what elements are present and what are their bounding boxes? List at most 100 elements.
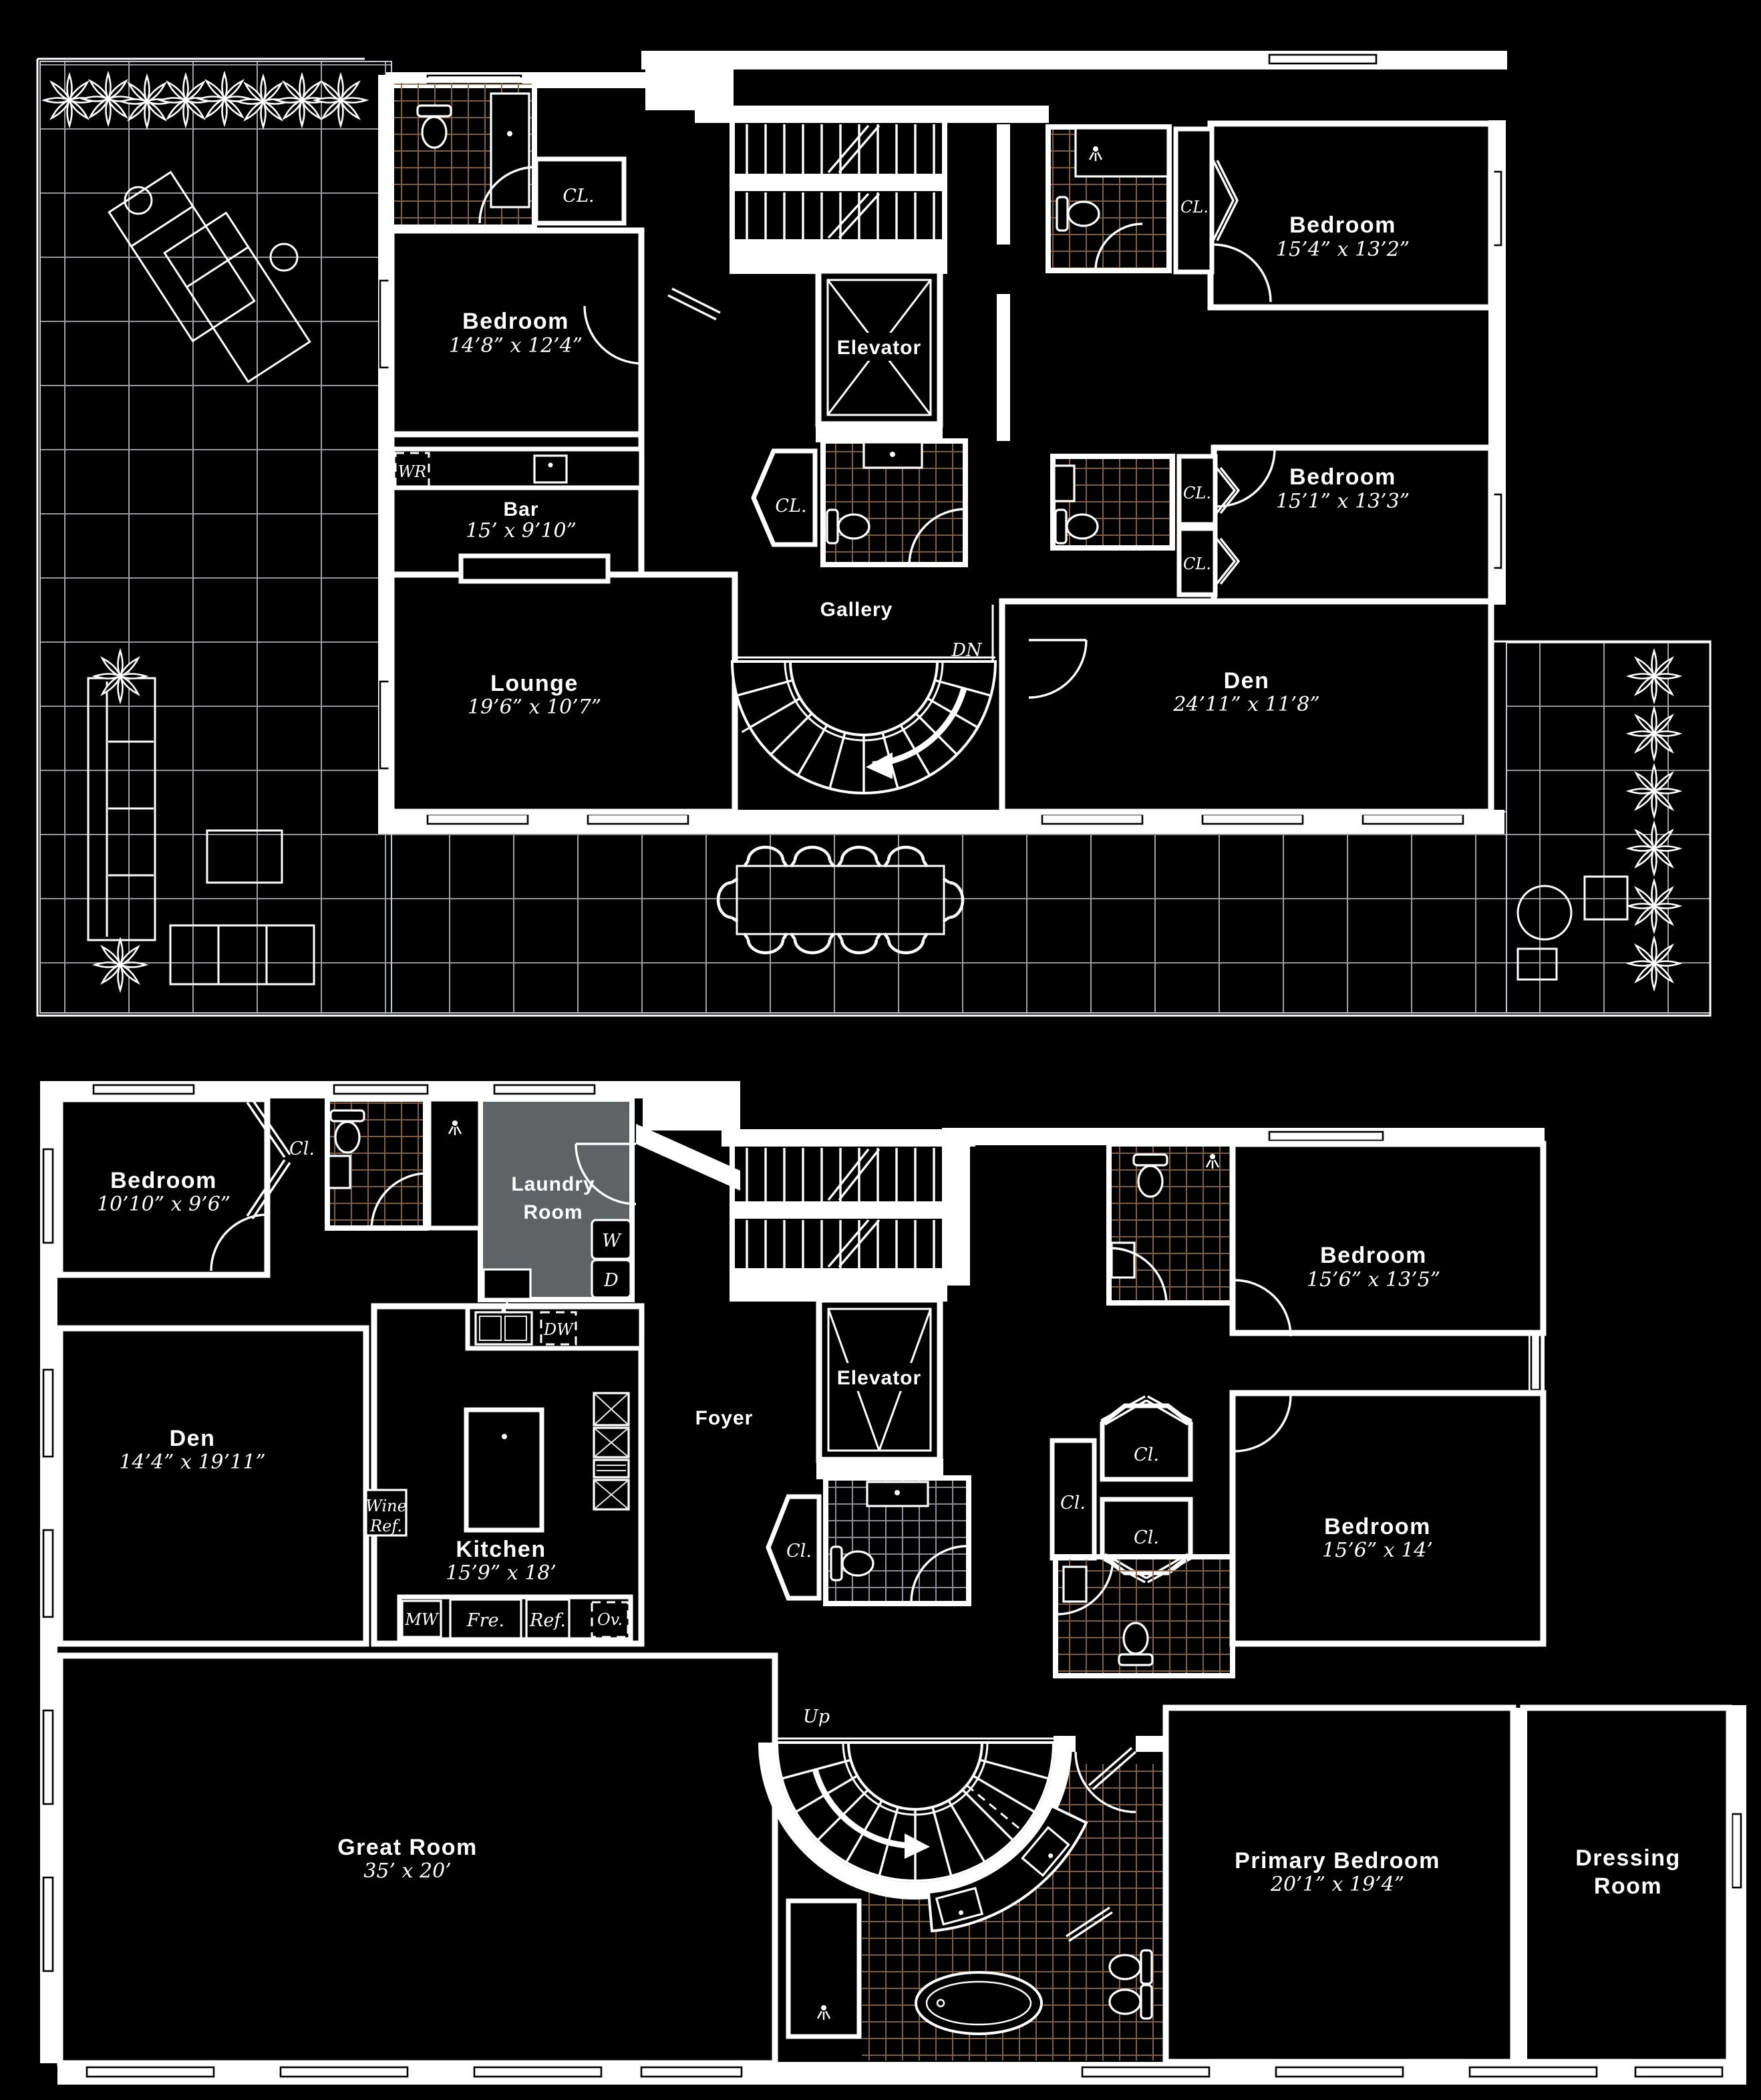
kitchen-island bbox=[464, 1407, 544, 1533]
room-lounge bbox=[388, 571, 738, 815]
primary-bathroom bbox=[758, 1736, 1168, 2061]
closet-label: CL. bbox=[1183, 484, 1211, 502]
window bbox=[42, 1148, 54, 1244]
room-dims-bedroom-nw-lower: 10’10” x 9’6” bbox=[97, 1193, 230, 1216]
closet-label: CL. bbox=[1180, 198, 1209, 216]
vanity bbox=[1053, 464, 1076, 502]
closet-e2-upper bbox=[1176, 526, 1218, 597]
closet-label: Cl. bbox=[1134, 1445, 1159, 1465]
window bbox=[1268, 1131, 1384, 1142]
room-label-bedroom-nw-upper: Bedroom bbox=[462, 309, 569, 334]
oven-label: Ov. bbox=[597, 1610, 623, 1629]
upper-floor-plan: Bedroom 14’8” x 12’4” Bar 15’ x 9’10” Lo… bbox=[36, 51, 1712, 1017]
window bbox=[92, 1084, 195, 1095]
closet-hall bbox=[1050, 1438, 1097, 1561]
terrace-outline bbox=[36, 57, 1712, 1017]
window bbox=[493, 1084, 596, 1095]
room-label-elevator-lower: Elevator bbox=[837, 1367, 921, 1389]
upper-elevator bbox=[815, 267, 943, 442]
vanity bbox=[1062, 1565, 1088, 1603]
lower-elevator bbox=[816, 1296, 943, 1479]
window bbox=[1468, 2066, 1598, 2078]
coffee-table bbox=[206, 829, 283, 884]
lower-labels: Bedroom 10’10” x 9’6” Laundry Room W D F… bbox=[97, 1139, 1681, 1899]
dishwasher-box bbox=[540, 1311, 577, 1346]
terrace-bench bbox=[1516, 947, 1558, 981]
microwave-box bbox=[401, 1600, 442, 1638]
room-dims-bedroom-e-lower: 15’6” x 14’ bbox=[1322, 1539, 1433, 1562]
room-dims-great-room: 35’ x 20’ bbox=[363, 1859, 451, 1883]
room-dims-bedroom-ne-lower: 15’6” x 13’5” bbox=[1307, 1268, 1440, 1292]
window bbox=[42, 1368, 54, 1458]
closet-ne-upper bbox=[1173, 126, 1215, 275]
room-label-primary-bedroom: Primary Bedroom bbox=[1235, 1848, 1440, 1873]
room-dims-primary-bedroom: 20’1” x 19’4” bbox=[1270, 1873, 1404, 1896]
upper-curved-stair bbox=[730, 605, 997, 794]
window bbox=[42, 1709, 54, 1805]
terrace-round-table bbox=[1516, 885, 1573, 941]
room-label-laundry-2: Room bbox=[524, 1201, 583, 1223]
terrace-tiles-east bbox=[1506, 642, 1711, 1014]
terrace-tiles-south bbox=[391, 811, 1507, 1014]
room-great-room bbox=[57, 1652, 778, 2067]
terrace-tiles-west bbox=[39, 61, 392, 1014]
room-label-kitchen: Kitchen bbox=[456, 1537, 546, 1562]
closet-label: Cl. bbox=[1134, 1527, 1159, 1548]
bathroom-ne-lower bbox=[1106, 1141, 1235, 1306]
room-label-lounge: Lounge bbox=[490, 671, 579, 696]
room-label-den-lower: Den bbox=[170, 1426, 216, 1451]
wine-refrigerator-box bbox=[394, 452, 430, 489]
washer-box bbox=[591, 1219, 632, 1260]
room-label-bar: Bar bbox=[503, 498, 538, 520]
closet-label: CL. bbox=[1183, 555, 1211, 573]
room-label-bedroom-e-lower: Bedroom bbox=[1324, 1514, 1431, 1539]
closet-label: Cl. bbox=[289, 1139, 315, 1159]
window bbox=[640, 2066, 743, 2078]
room-label-bedroom-nw-lower: Bedroom bbox=[110, 1168, 217, 1193]
closet-nw-upper bbox=[533, 156, 627, 226]
room-primary-bedroom bbox=[1162, 1704, 1516, 2065]
window bbox=[473, 2066, 603, 2078]
room-dims-bedroom-e-upper: 15’1” x 13’3” bbox=[1276, 490, 1410, 513]
upper-labels: Bedroom 14’8” x 12’4” Bar 15’ x 9’10” Lo… bbox=[398, 186, 1410, 719]
window bbox=[1275, 2066, 1404, 2078]
window bbox=[1268, 53, 1378, 65]
outdoor-dining-set bbox=[718, 847, 963, 953]
room-label-dressing-1: Dressing bbox=[1575, 1845, 1681, 1871]
room-den-upper bbox=[999, 598, 1494, 815]
room-dressing bbox=[1520, 1704, 1732, 2065]
stair-direction-arrow bbox=[905, 1833, 930, 1859]
room-den-lower bbox=[57, 1325, 369, 1647]
wine-ref-box bbox=[365, 1489, 408, 1537]
room-dims-lounge: 19’6” x 10’7” bbox=[468, 696, 601, 719]
wine-ref-label-1: Wine bbox=[365, 1497, 407, 1515]
room-bedroom-ne-lower bbox=[1229, 1141, 1547, 1336]
lounge-chairs bbox=[108, 170, 311, 384]
room-bedroom-e-upper bbox=[1211, 444, 1494, 605]
closet-label: CL. bbox=[563, 186, 594, 206]
wall-ovens bbox=[593, 1392, 630, 1511]
closet-label: Cl. bbox=[786, 1541, 812, 1561]
room-dims-bar: 15’ x 9’10” bbox=[466, 519, 577, 543]
stair-dn-label: DN bbox=[951, 640, 983, 661]
closet-bifold bbox=[246, 1099, 291, 1219]
lower-floor-plan: Bedroom 10’10” x 9’6” Laundry Room W D F… bbox=[40, 1081, 1746, 2085]
closet-gallery bbox=[751, 448, 818, 547]
lower-straight-stair bbox=[722, 1128, 975, 1302]
lower-doors bbox=[210, 1143, 1292, 1616]
shower-ne bbox=[1074, 127, 1169, 178]
window bbox=[333, 1084, 429, 1095]
terrace-sofa-group bbox=[87, 649, 315, 992]
upper-terrace bbox=[36, 57, 1712, 1017]
upper-straight-stair bbox=[695, 106, 1049, 274]
bar-sink bbox=[533, 454, 568, 484]
vanity bbox=[327, 1155, 351, 1189]
washer-label: W bbox=[602, 1231, 622, 1251]
window bbox=[42, 1876, 54, 1972]
closet-label: Cl. bbox=[1060, 1493, 1086, 1513]
upper-rooms bbox=[388, 120, 1494, 815]
primary-shower bbox=[786, 1898, 862, 2039]
room-label-den-upper: Den bbox=[1224, 668, 1270, 694]
